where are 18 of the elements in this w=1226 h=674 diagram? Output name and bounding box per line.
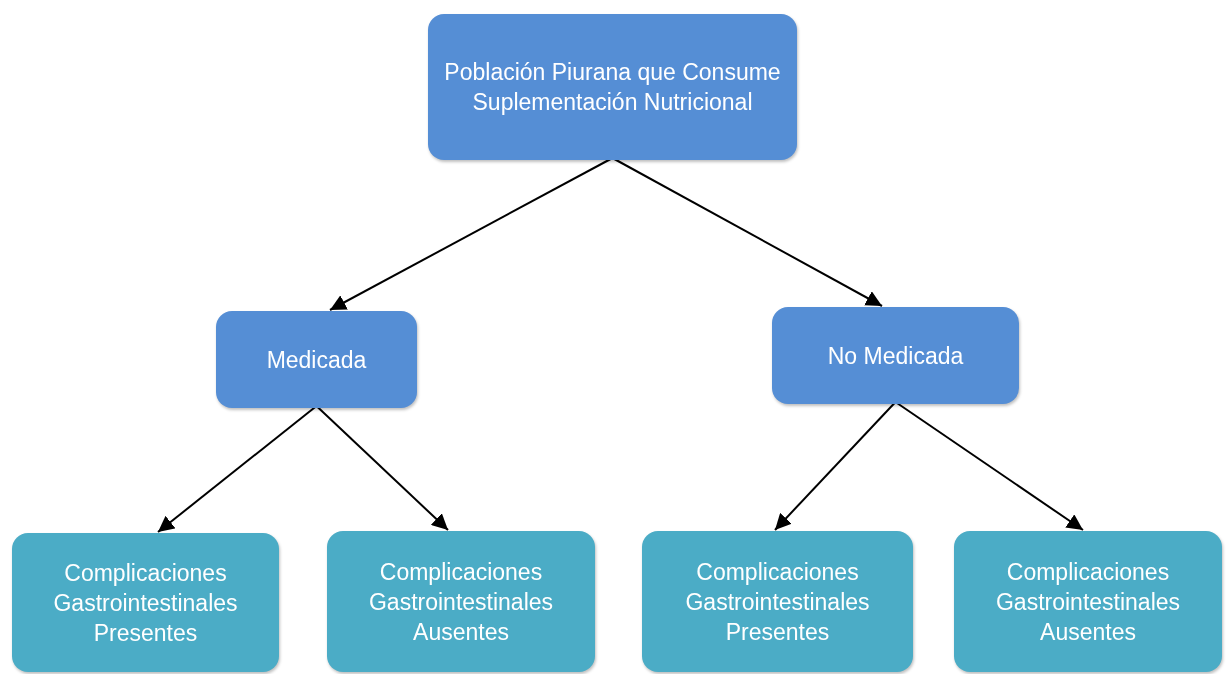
box-label: Complicaciones Gastrointestinales Ausentes [994, 557, 1182, 647]
process-box [327, 531, 595, 672]
box-label: Medicada [266, 345, 367, 375]
box-label: Complicaciones Gastrointestinales Ausentes [367, 557, 555, 647]
box-label: Complicaciones Gastrointestinales Presentes [52, 558, 239, 648]
arrow [315, 405, 449, 531]
process-box [12, 533, 279, 672]
process-box [642, 531, 913, 672]
arrow [157, 405, 318, 533]
arrow [774, 401, 897, 531]
arrow [894, 401, 1084, 531]
box-label: Complicaciones Gastrointestinales Presentes [684, 557, 871, 647]
process-box [428, 14, 797, 160]
box-label: Población Piurana que Consume Suplementación Nutricional [443, 58, 782, 117]
process-box [772, 307, 1019, 404]
process-box [954, 531, 1222, 672]
box-label: No Medicada [827, 341, 964, 371]
process-box [216, 311, 417, 408]
